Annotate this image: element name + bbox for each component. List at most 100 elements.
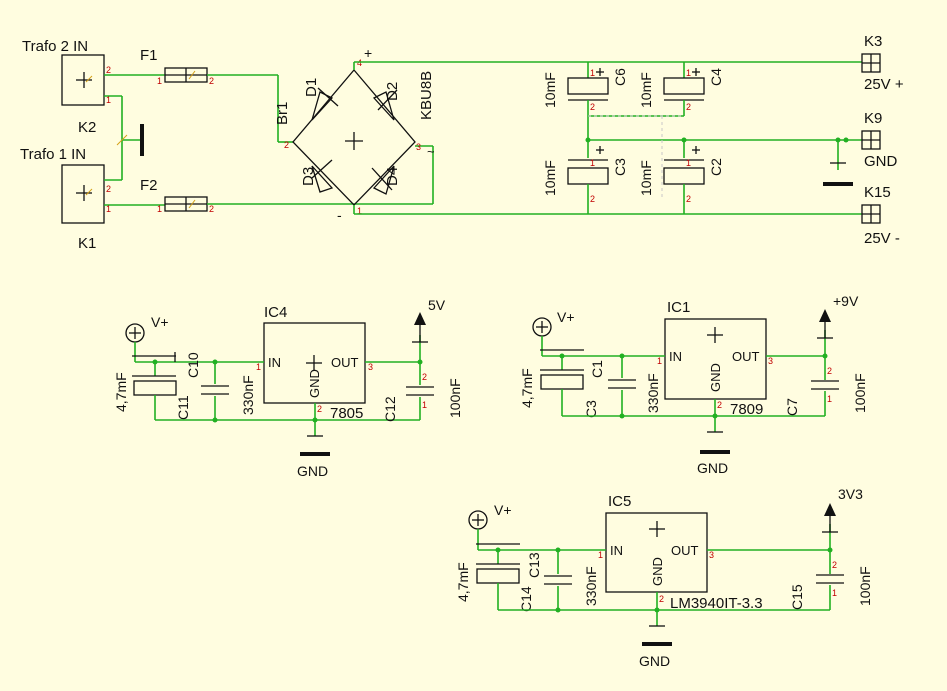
pin-c7-2: 2 xyxy=(827,366,832,376)
capacitor-c1 xyxy=(608,356,636,416)
pin-ic4-3: 3 xyxy=(368,362,373,372)
f1-label: F1 xyxy=(140,47,158,64)
pin-c15-2: 2 xyxy=(832,560,837,570)
capacitor-c14 xyxy=(476,543,520,610)
pin-f1-2: 2 xyxy=(209,76,214,86)
pin-c3-1: 1 xyxy=(590,158,595,168)
c11-value: 4,7mF xyxy=(113,372,129,412)
ic4-label: IC4 xyxy=(264,304,287,321)
fuse-f2 xyxy=(164,196,208,212)
c6-value: 10mF xyxy=(542,72,558,108)
c1-value: 330nF xyxy=(645,373,661,413)
pin-ic1-1: 1 xyxy=(657,356,662,366)
terminal-k9 xyxy=(861,130,881,150)
capacitor-c10 xyxy=(201,362,229,420)
c15-label: C15 xyxy=(789,584,805,610)
ic4-gnd-label: GND xyxy=(307,369,322,398)
fuse-f1 xyxy=(164,67,208,83)
ic1-label: IC1 xyxy=(667,299,690,316)
pin-ic4-1: 1 xyxy=(256,362,261,372)
c15-value: 100nF xyxy=(857,566,873,606)
kbu8b-label: KBU8B xyxy=(418,71,435,120)
ic1-in-label: IN xyxy=(669,349,682,364)
ic1-out-label: OUT xyxy=(732,349,760,364)
ic5-part-label: LM3940IT-3.3 xyxy=(670,595,763,612)
pin-ic5-2: 2 xyxy=(659,594,664,604)
k2-label: K2 xyxy=(78,119,96,136)
c10-value: 330nF xyxy=(240,375,256,415)
pin-ic5-3: 3 xyxy=(709,550,714,560)
vplus-3-label: V+ xyxy=(494,502,512,518)
pin-ic1-3: 3 xyxy=(768,356,773,366)
vplus-1-label: V+ xyxy=(151,314,169,330)
d1-label: D1 xyxy=(303,78,320,97)
bridge-pin-2: 2 xyxy=(284,140,289,150)
pin-c12-1: 1 xyxy=(422,400,427,410)
pin-c4-2: 2 xyxy=(686,102,691,112)
pin-c3-2: 2 xyxy=(590,194,595,204)
bridge-pin-4: 4 xyxy=(357,58,362,68)
c14-value: 4,7mF xyxy=(455,562,471,602)
pin-c6-1: 1 xyxy=(590,68,595,78)
ic1-gnd-label: GND xyxy=(708,363,723,392)
c4-label: C4 xyxy=(708,68,724,86)
c3b-value: 4,7mF xyxy=(519,368,535,408)
c11-label: C11 xyxy=(175,395,191,420)
pin-f2-1: 1 xyxy=(157,204,162,214)
ic5-gnd-label: GND xyxy=(650,557,665,586)
k15-label: K15 xyxy=(864,184,891,201)
pin-c12-2: 2 xyxy=(422,372,427,382)
capacitor-c4 xyxy=(663,62,705,116)
pin-c2-1: 1 xyxy=(686,158,691,168)
capacitor-c3-reg xyxy=(540,349,584,416)
c2-label: C2 xyxy=(708,158,724,176)
d4-label: D4 xyxy=(384,167,401,186)
vplus-2-label: V+ xyxy=(557,309,575,325)
trafo1-label: Trafo 1 IN xyxy=(20,146,86,163)
pin-k2-2: 2 xyxy=(106,65,111,75)
capacitor-c7 xyxy=(811,380,839,416)
c6-label: C6 xyxy=(612,68,628,86)
ic4-part-label: 7805 xyxy=(330,405,363,422)
bridge-minus-label: - xyxy=(337,207,342,223)
terminal-k15 xyxy=(861,204,881,224)
connector-k1 xyxy=(61,164,105,224)
c14-label: C14 xyxy=(518,586,534,612)
pin-ic1-2: 2 xyxy=(717,400,722,410)
k9-label: K9 xyxy=(864,110,882,127)
pin-f1-1: 1 xyxy=(157,76,162,86)
bridge-ac-label: ~ xyxy=(427,144,435,159)
capacitor-c12 xyxy=(406,386,434,420)
gnd-1-label: GND xyxy=(297,463,328,479)
ic1-part-label: 7809 xyxy=(730,401,763,418)
trafo2-label: Trafo 2 IN xyxy=(22,38,88,55)
c10-label: C10 xyxy=(185,352,201,378)
v5-label: 5V xyxy=(428,297,446,313)
bridge-pin-1: 1 xyxy=(357,206,362,216)
pin-ic5-1: 1 xyxy=(598,550,603,560)
v9-label: +9V xyxy=(833,293,859,309)
f2-label: F2 xyxy=(140,177,158,194)
capacitor-c3 xyxy=(567,146,609,214)
d3-label: D3 xyxy=(300,167,317,186)
pin-k1-1: 1 xyxy=(106,204,111,214)
c3b-label: C3 xyxy=(583,400,599,418)
ic5-out-label: OUT xyxy=(671,543,699,558)
c2-value: 10mF xyxy=(638,160,654,196)
c12-value: 100nF xyxy=(447,378,463,418)
c3-label: C3 xyxy=(612,158,628,176)
c4-value: 10mF xyxy=(638,72,654,108)
ic5-in-label: IN xyxy=(610,543,623,558)
c1-label: C1 xyxy=(589,360,605,378)
k1-label: K1 xyxy=(78,235,96,252)
br1-label: Br1 xyxy=(274,102,291,125)
c12-label: C12 xyxy=(382,396,398,422)
bridge-pin-3: 3 xyxy=(416,142,421,152)
capacitor-c2 xyxy=(663,146,705,214)
gnd-3-label: GND xyxy=(639,653,670,669)
ic4-in-label: IN xyxy=(268,355,281,370)
capacitor-c6 xyxy=(567,62,609,116)
pin-c6-2: 2 xyxy=(590,102,595,112)
c3-value: 10mF xyxy=(542,160,558,196)
